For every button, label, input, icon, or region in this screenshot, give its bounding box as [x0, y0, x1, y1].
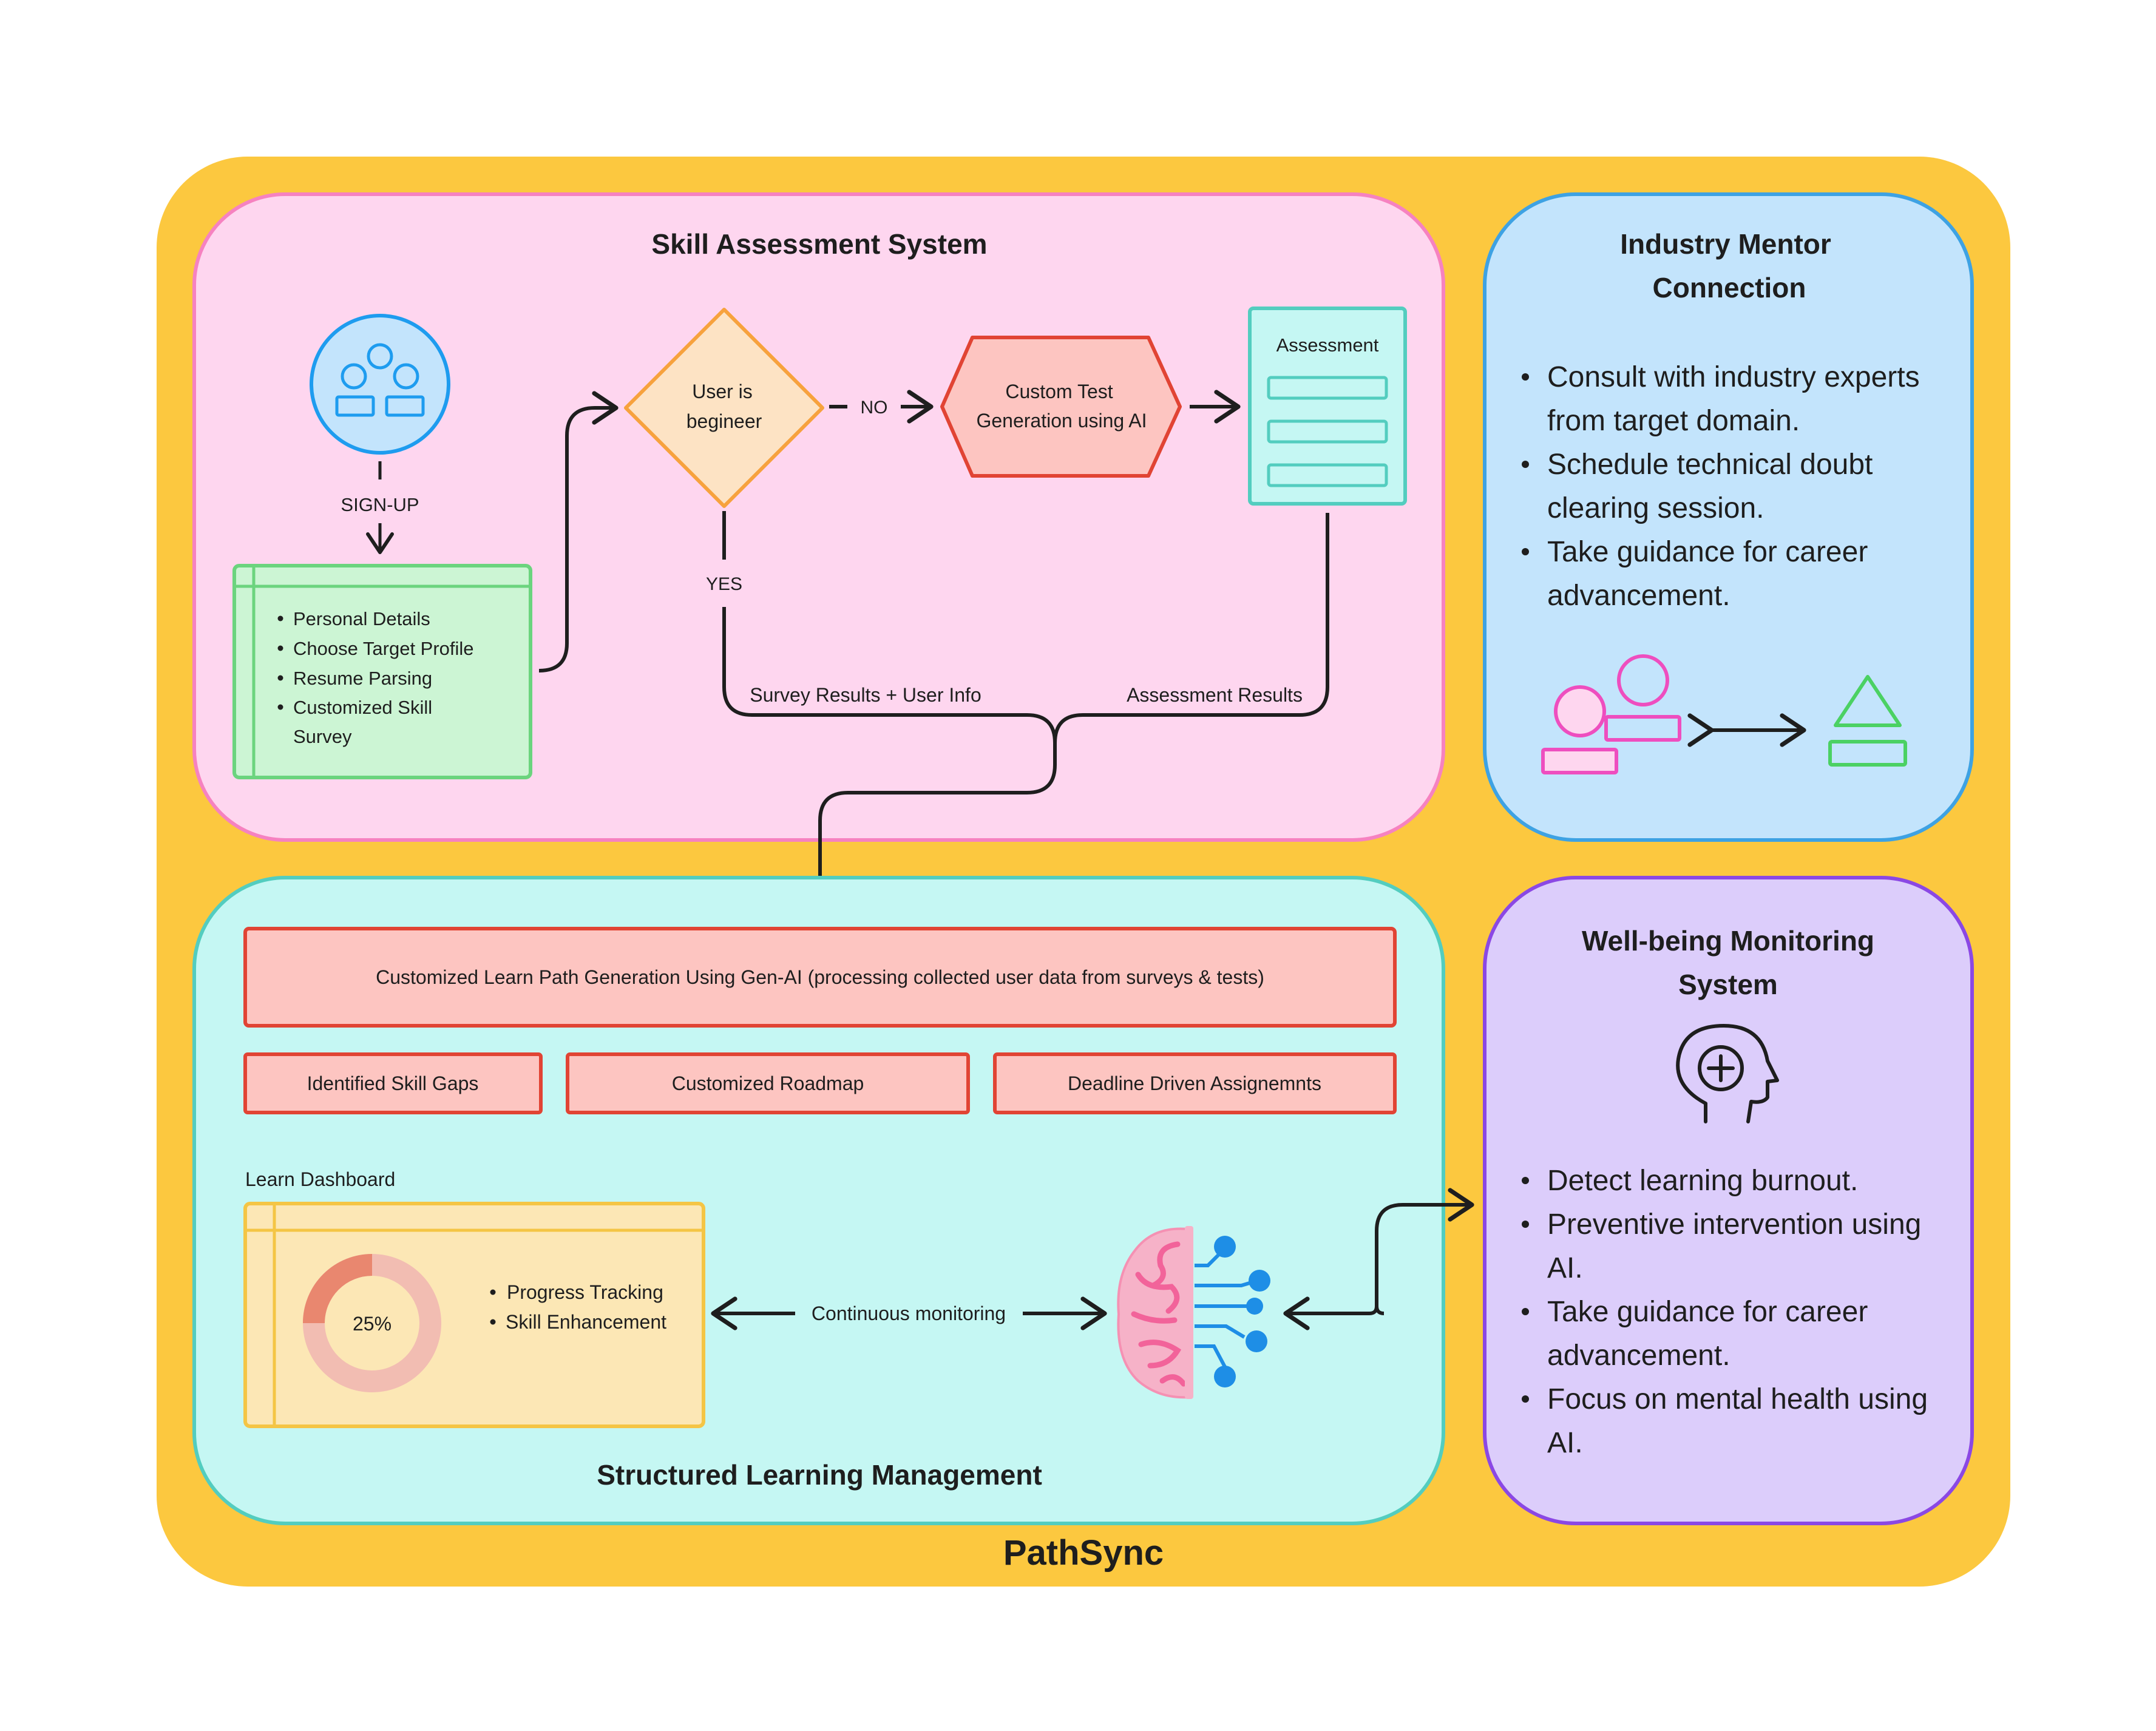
signup-form: Personal Details Choose Target Profile R…	[232, 564, 532, 779]
yes-label: YES	[706, 574, 742, 594]
skill-assessment-title: Skill Assessment System	[651, 228, 987, 260]
signup-item: Choose Target Profile	[293, 638, 474, 659]
roadmap-label: Customized Roadmap	[672, 1072, 864, 1094]
connector-form-to-decision	[538, 391, 619, 672]
mentor-mentee-icon	[1541, 654, 1907, 774]
mentor-bullet: from target domain.	[1547, 405, 1800, 437]
wellbeing-bullet: advancement.	[1547, 1340, 1731, 1372]
wellbeing-bullet: Detect learning burnout.	[1547, 1165, 1858, 1197]
dashboard-label: Learn Dashboard	[245, 1168, 395, 1190]
assignments-label: Deadline Driven Assignemnts	[1068, 1072, 1321, 1094]
assignments-box	[993, 1052, 1397, 1114]
connector-brain-to-wellbeing	[1375, 1188, 1474, 1315]
mentor-bullet: Take guidance for career	[1547, 536, 1868, 568]
mentor-bullet: Consult with industry experts	[1547, 361, 1920, 393]
mentor-title: Connection	[1653, 272, 1806, 303]
dashboard-item: Progress Tracking	[507, 1281, 663, 1303]
wellbeing-bullet: Preventive intervention using	[1547, 1208, 1921, 1241]
path-generation-box	[243, 927, 1397, 1028]
decision-line: begineer	[686, 410, 762, 432]
mentor-bullet: clearing session.	[1547, 492, 1764, 524]
beginner-decision	[624, 308, 824, 508]
skill-gaps-box	[243, 1052, 543, 1114]
mind-health-icon	[1676, 1024, 1779, 1123]
learning-title: Structured Learning Management	[597, 1459, 1042, 1491]
no-label: NO	[861, 398, 888, 418]
progress-label: 25%	[353, 1313, 392, 1335]
assessment-label: Assessment	[1276, 334, 1379, 356]
signup-item: Personal Details	[293, 608, 430, 629]
decision-line: User is	[692, 381, 753, 402]
wellbeing-bullet: Take guidance for career	[1547, 1296, 1868, 1328]
progress-ring-icon	[303, 1254, 441, 1392]
custom-test-generation	[940, 336, 1182, 478]
users-hierarchy-icon	[310, 314, 450, 455]
connector-assessment-to-merge	[1053, 513, 1329, 744]
ai-brain-icon	[1117, 1226, 1270, 1399]
assessment-list-icon	[1248, 307, 1407, 506]
signup-item: Survey	[293, 726, 352, 747]
skill-gaps-label: Identified Skill Gaps	[307, 1072, 479, 1094]
connector-merge-to-learning	[803, 764, 1057, 916]
custom-test-line: Custom Test	[1005, 381, 1113, 402]
roadmap-box	[566, 1052, 970, 1114]
mentor-panel	[1483, 192, 1974, 842]
assessment-results-label: Assessment Results	[1127, 684, 1303, 706]
wellbeing-bullet: AI.	[1547, 1252, 1583, 1284]
wellbeing-title: Well-being Monitoring	[1582, 925, 1874, 957]
signup-item: Resume Parsing	[293, 668, 432, 689]
dashboard-item: Skill Enhancement	[506, 1311, 666, 1333]
wellbeing-bullet: AI.	[1547, 1427, 1583, 1459]
mentor-bullet: Schedule technical doubt	[1547, 449, 1873, 481]
wellbeing-panel	[1483, 876, 1974, 1525]
custom-test-line: Generation using AI	[976, 410, 1147, 432]
mentor-bullet: advancement.	[1547, 580, 1731, 612]
app-title: PathSync	[1003, 1533, 1164, 1573]
connector-yes-to-merge	[722, 607, 1057, 765]
survey-results-label: Survey Results + User Info	[750, 684, 981, 706]
signup-label: SIGN-UP	[341, 494, 419, 515]
wellbeing-bullet: Focus on mental health using	[1547, 1383, 1928, 1415]
path-generation-label: Customized Learn Path Generation Using G…	[376, 966, 1264, 988]
signup-item: Customized Skill	[293, 697, 432, 718]
monitoring-label: Continuous monitoring	[812, 1302, 1006, 1324]
mentor-title: Industry Mentor	[1620, 228, 1831, 260]
wellbeing-title: System	[1678, 969, 1778, 1000]
